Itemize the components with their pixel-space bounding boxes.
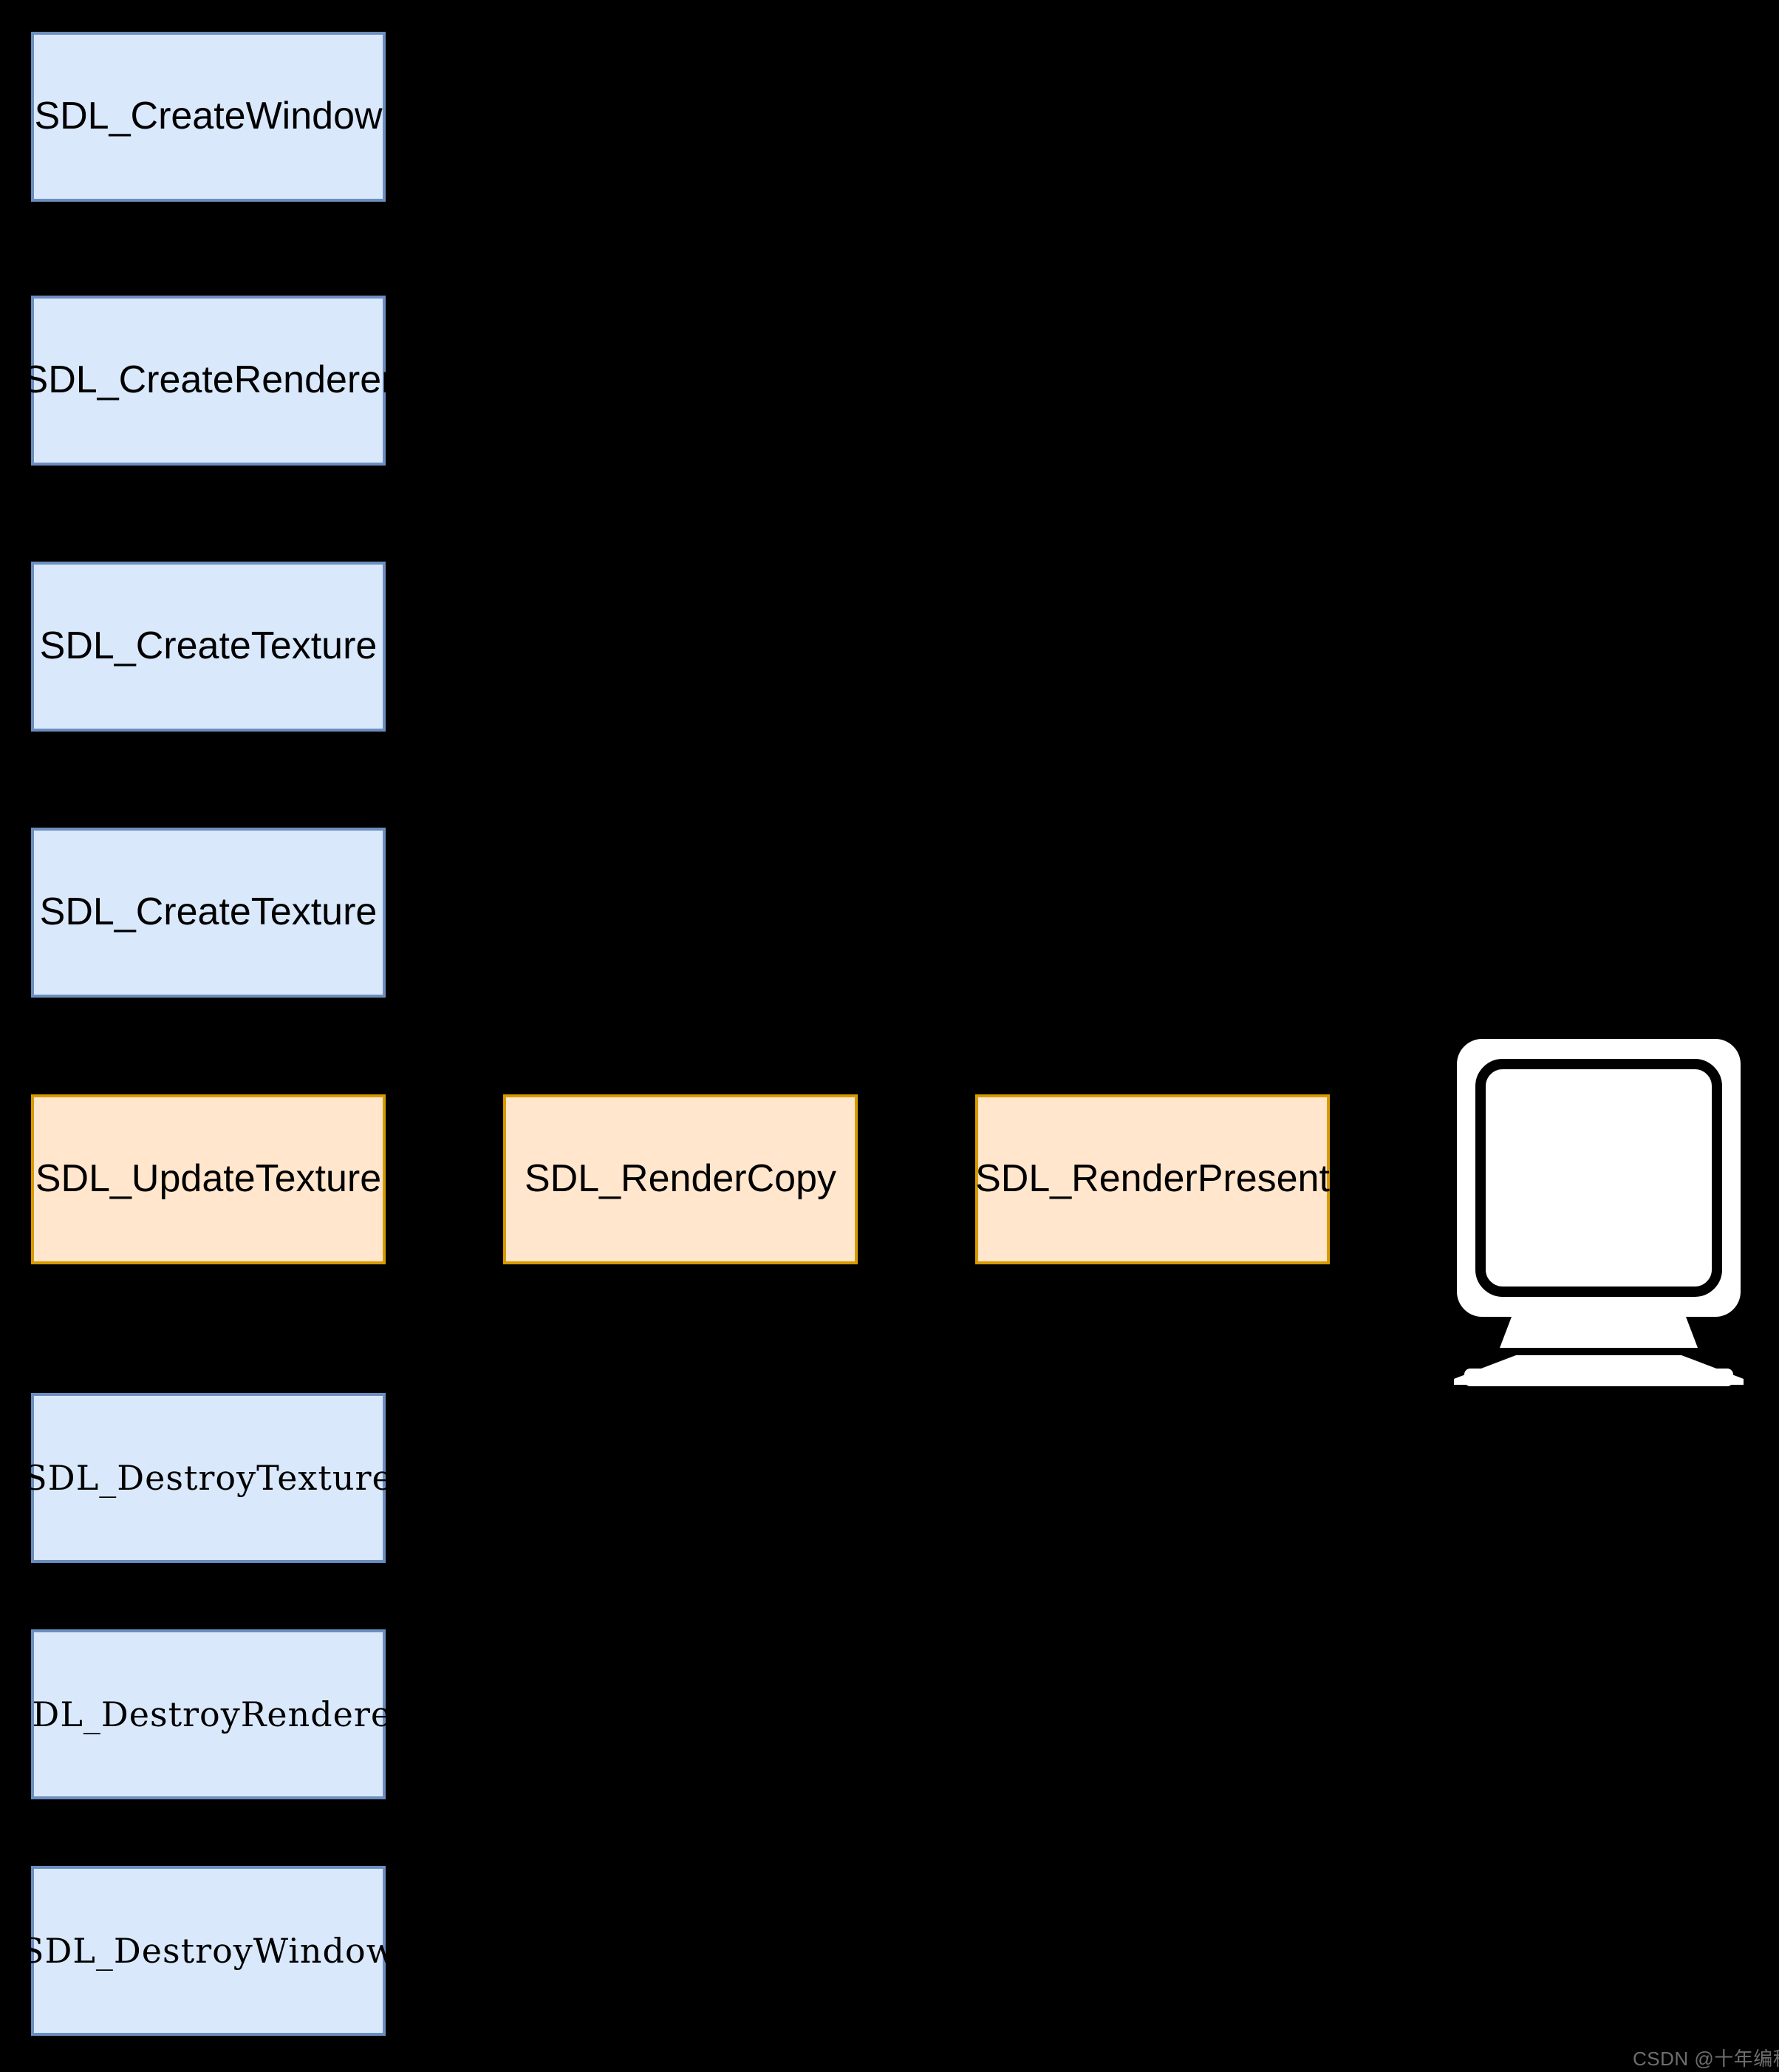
node-create-window[interactable]: SDL_CreateWindow [31, 32, 386, 202]
connector-destroy-texture-to-destroy-renderer [205, 1561, 211, 1631]
node-update-texture[interactable]: SDL_UpdateTexture [31, 1094, 386, 1264]
node-create-texture-2[interactable]: SDL_CreateTexture [31, 828, 386, 998]
connector-update-texture-to-destroy-texture [205, 1262, 211, 1395]
node-label-update-texture: SDL_UpdateTexture [35, 1157, 382, 1201]
node-create-texture-1[interactable]: SDL_CreateTexture [31, 562, 386, 732]
node-destroy-renderer[interactable]: SDL_DestroyRenderer [8, 1629, 408, 1799]
node-label-create-window: SDL_CreateWindow [34, 95, 383, 138]
node-label-destroy-window: SDL_DestroyWindow [20, 1930, 397, 1971]
node-label-create-renderer: SDL_CreateRenderer [22, 358, 395, 402]
node-label-render-present: SDL_RenderPresent [975, 1157, 1330, 1201]
connector-render-copy-to-render-present [856, 1176, 977, 1182]
connector-update-texture-to-render-copy [384, 1176, 505, 1182]
connector-create-texture-2-to-update-texture [205, 996, 211, 1097]
node-label-create-texture-2: SDL_CreateTexture [39, 890, 378, 934]
node-label-create-texture-1: SDL_CreateTexture [39, 624, 378, 668]
connector-create-texture-1-to-create-texture-2 [205, 730, 211, 829]
computer-monitor-icon [1454, 1035, 1744, 1389]
node-label-render-copy: SDL_RenderCopy [524, 1157, 837, 1201]
csdn-watermark: CSDN @十年编程老舅 [1633, 2048, 1779, 2070]
connector-create-window-to-create-renderer [205, 200, 211, 299]
node-render-copy[interactable]: SDL_RenderCopy [503, 1094, 858, 1264]
connector-create-renderer-to-create-texture-1 [205, 464, 211, 563]
connector-render-present-to-monitor [1328, 1176, 1455, 1182]
node-render-present[interactable]: SDL_RenderPresent [975, 1094, 1330, 1264]
node-label-destroy-texture: SDL_DestroyTexture [24, 1457, 393, 1498]
node-destroy-window[interactable]: SDL_DestroyWindow [21, 1866, 395, 2036]
connector-destroy-renderer-to-destroy-window [205, 1798, 211, 1867]
node-label-destroy-renderer: SDL_DestroyRenderer [7, 1694, 409, 1734]
node-create-renderer[interactable]: SDL_CreateRenderer [23, 296, 394, 466]
node-destroy-texture[interactable]: SDL_DestroyTexture [24, 1393, 392, 1563]
